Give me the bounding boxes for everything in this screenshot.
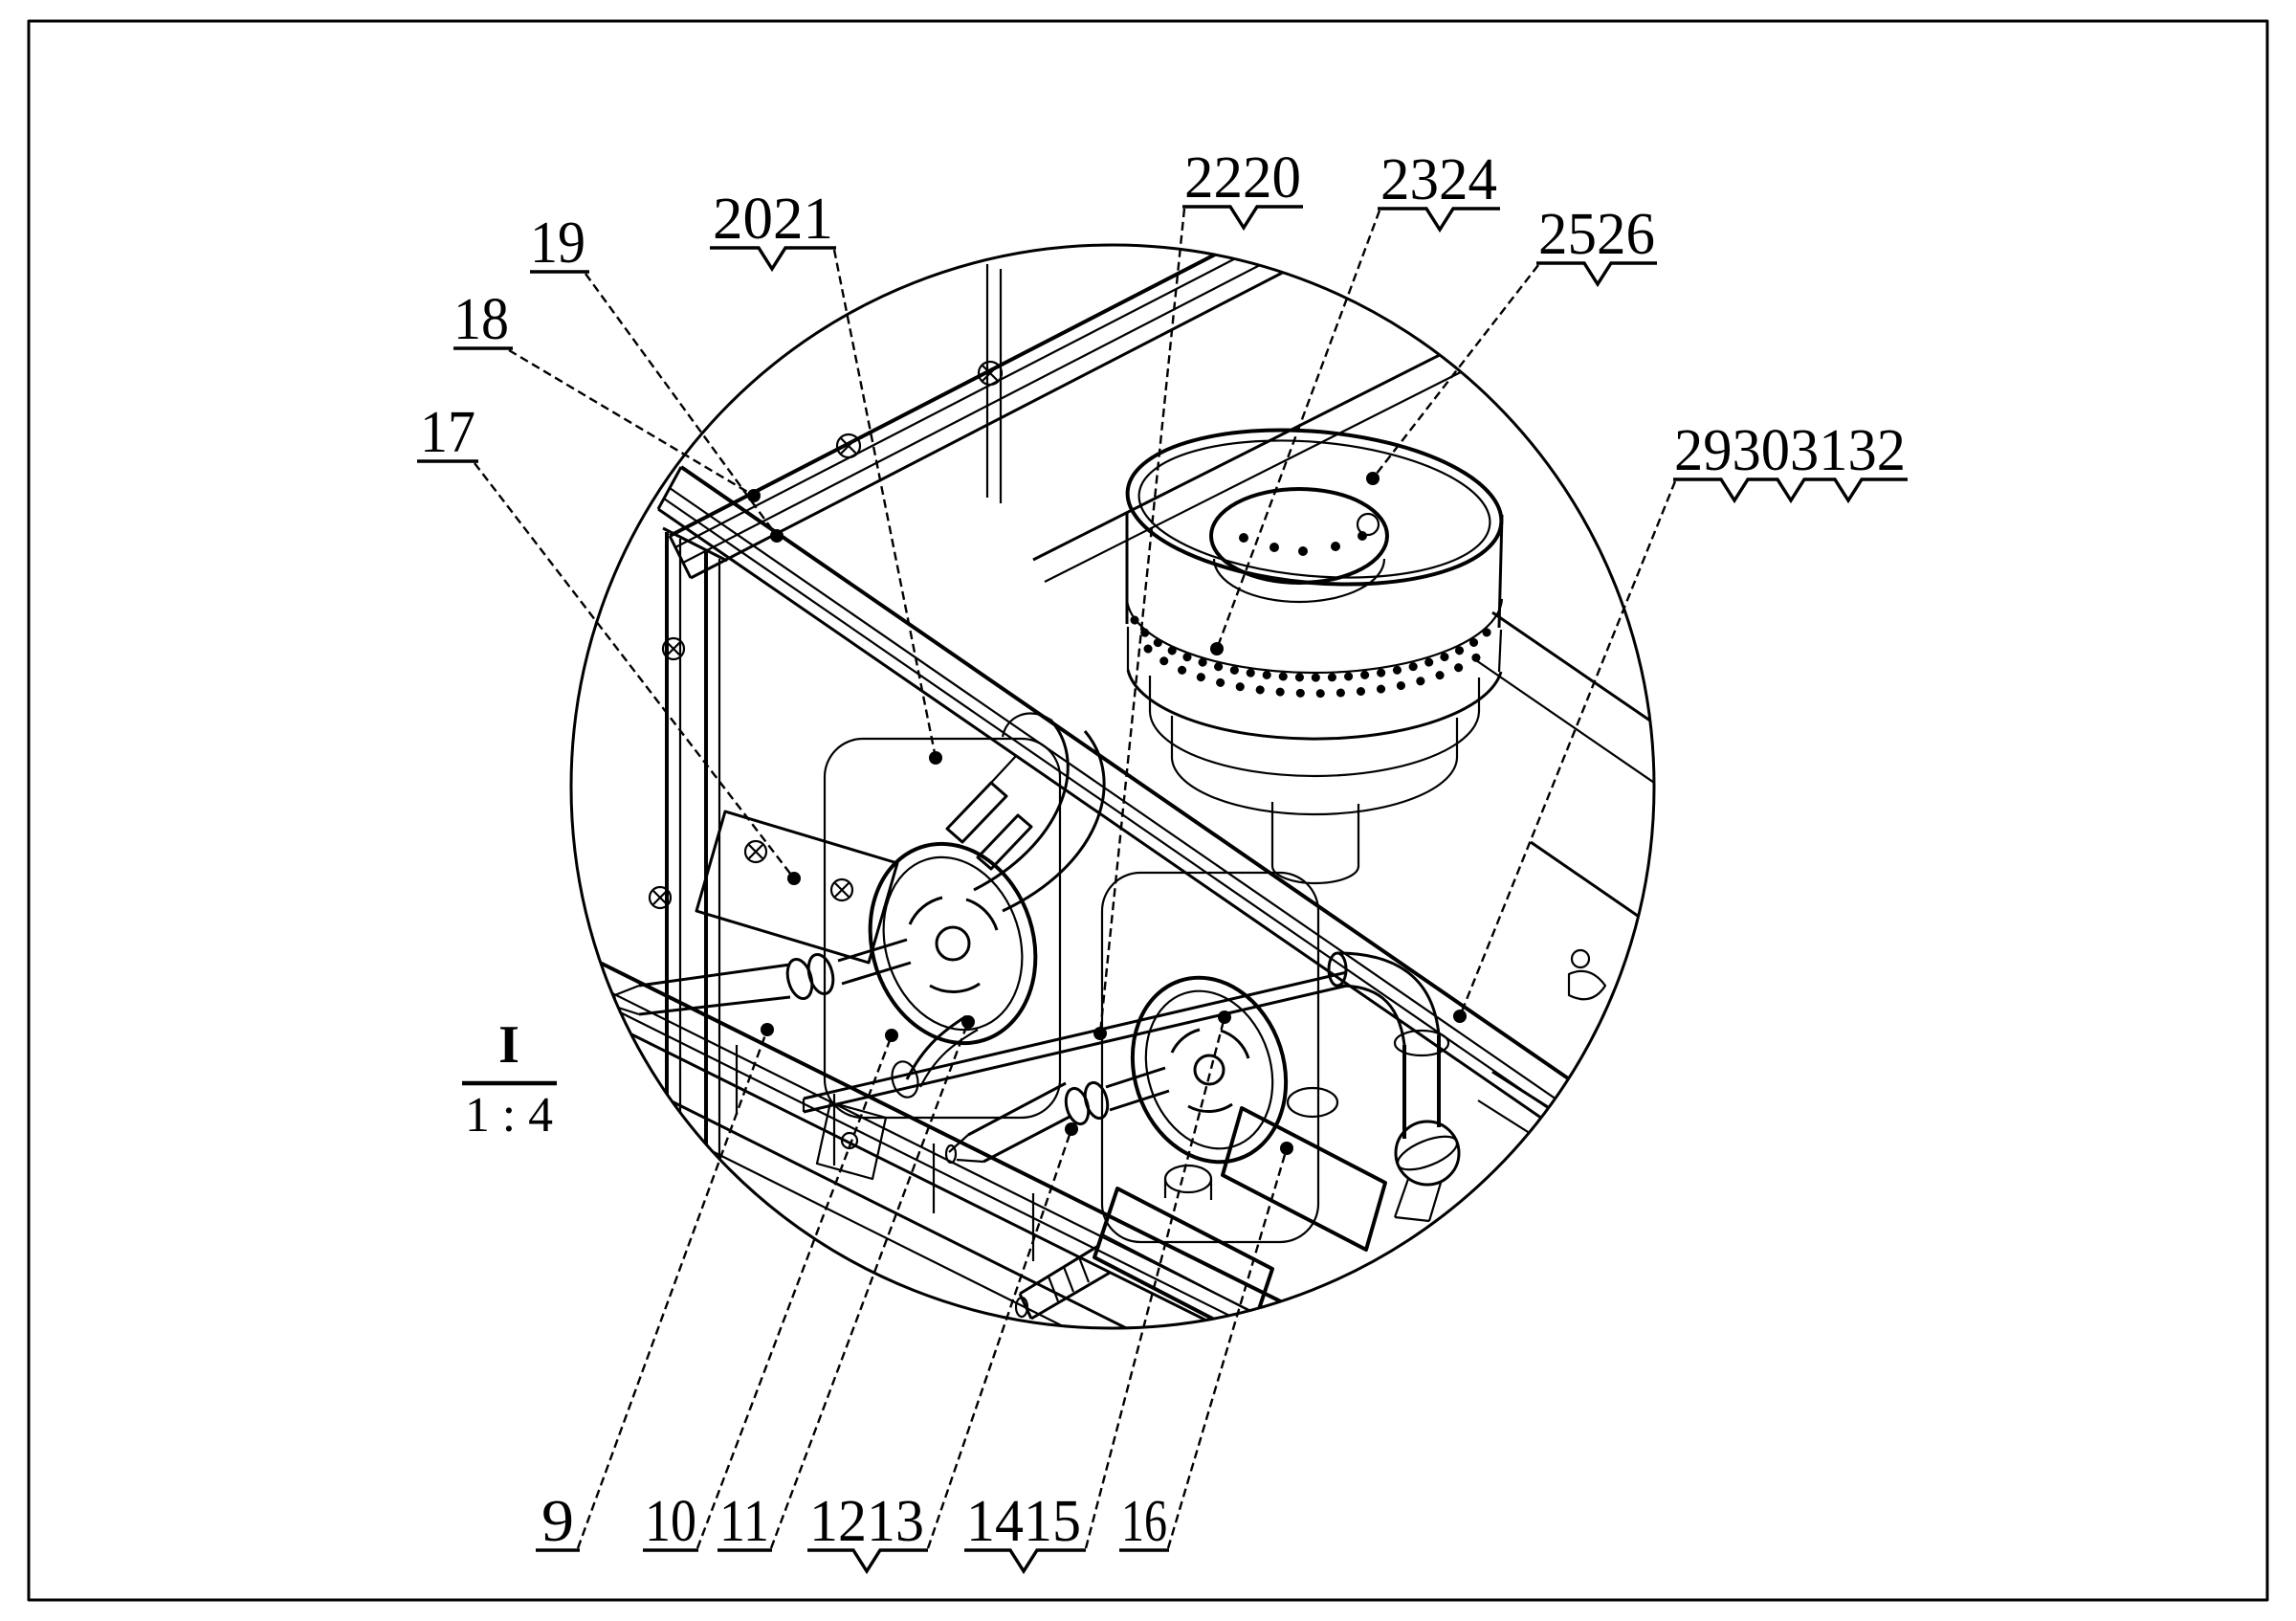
leader-line-29303132 — [1458, 480, 1677, 1017]
leader-line-1213 — [926, 1128, 1073, 1549]
leader-dot-1213 — [1065, 1122, 1078, 1136]
mixer-assembly-1 — [604, 712, 1106, 1046]
leader-line-1415 — [1084, 1016, 1226, 1549]
detail-view-circle — [569, 243, 1656, 1330]
leader-line-18 — [508, 348, 755, 498]
callout-underline-2021 — [710, 246, 836, 273]
panel-cutout — [823, 737, 1062, 1120]
burner-ring — [1125, 428, 1504, 885]
flame-port-row — [1143, 644, 1488, 699]
valve-body — [1221, 1106, 1387, 1252]
leader-dot-2526 — [1366, 472, 1380, 485]
callout-label-29303132: 29303132 — [1674, 418, 1906, 483]
screw-icon — [661, 636, 686, 661]
callout-underline-1415 — [964, 1548, 1086, 1575]
leader-line-17 — [474, 462, 795, 879]
valve-assembly — [1014, 1086, 1387, 1328]
scale-ratio: 1 : 4 — [465, 1088, 553, 1143]
leader-dot-11 — [961, 1015, 975, 1029]
valve-body — [1093, 1187, 1274, 1328]
leader-dot-19 — [770, 529, 784, 543]
burner-center-hole — [1209, 487, 1389, 585]
screw-icon — [835, 433, 862, 459]
callout-label-16: 16 — [1121, 1489, 1167, 1554]
leader-dot-1415 — [1218, 1010, 1231, 1024]
figure-border — [27, 19, 2269, 1602]
mount-bracket — [695, 810, 899, 965]
leader-dot-17 — [787, 872, 801, 885]
leader-line-11 — [769, 1021, 970, 1549]
leader-dot-2324 — [1210, 642, 1224, 655]
callout-label-2021: 2021 — [713, 187, 833, 252]
leader-line-2021 — [832, 249, 938, 759]
callout-label-2324: 2324 — [1380, 147, 1497, 212]
mixer-dial — [868, 841, 1038, 1046]
leader-dot-16 — [1280, 1142, 1293, 1155]
leader-line-2220 — [1098, 208, 1186, 1034]
callout-label-11: 11 — [719, 1489, 769, 1554]
leader-line-16 — [1166, 1147, 1289, 1549]
screw-icon — [648, 885, 673, 910]
callout-labels: 17 18 19 2021 2220 2324 2526 29303132 9 … — [417, 145, 1908, 1575]
callout-underline-2324 — [1378, 207, 1500, 233]
callout-label-17: 17 — [420, 400, 475, 465]
leader-line-2526 — [1372, 264, 1539, 479]
mixer-dial — [1130, 975, 1289, 1165]
leader-dot-9 — [761, 1023, 774, 1036]
leader-line-19 — [585, 273, 778, 537]
callout-label-9: 9 — [541, 1489, 574, 1554]
ball-valve — [1394, 1120, 1461, 1187]
assembly-drawing — [571, 245, 1654, 1328]
callout-underline-2220 — [1182, 205, 1303, 232]
callout-underline-2526 — [1536, 261, 1657, 288]
callout-label-10: 10 — [645, 1489, 696, 1554]
leader-dot-29303132 — [1453, 1010, 1467, 1023]
screw-icon — [743, 839, 768, 864]
leader-lines — [474, 208, 1677, 1549]
screw-icon — [829, 877, 854, 902]
callout-label-18: 18 — [453, 287, 509, 352]
leader-line-10 — [695, 1034, 894, 1549]
callout-label-2526: 2526 — [1538, 202, 1655, 267]
mixer-assembly-2 — [944, 975, 1289, 1165]
callout-underline-1213 — [807, 1548, 928, 1575]
panel-cutout — [1100, 871, 1320, 1244]
gas-manifold — [802, 970, 1348, 1181]
scale-marking: I 1 : 4 — [462, 1015, 557, 1143]
callout-label-19: 19 — [530, 211, 585, 276]
callout-label-1213: 1213 — [809, 1489, 924, 1554]
leader-line-2324 — [1215, 210, 1381, 650]
callout-label-2220: 2220 — [1184, 145, 1301, 211]
leader-dot-2021 — [929, 751, 942, 765]
callout-underline-29303132 — [1673, 477, 1908, 504]
leader-dot-18 — [747, 489, 761, 502]
scale-view-label: I — [498, 1015, 519, 1075]
leader-dot-10 — [885, 1029, 898, 1042]
leader-dot-2220 — [1093, 1027, 1107, 1040]
leader-line-9 — [576, 1029, 769, 1549]
flame-port-row — [1130, 615, 1499, 682]
elbow-pipe — [1327, 951, 1461, 1223]
frame-structure — [571, 245, 1654, 1328]
callout-label-1415: 1415 — [966, 1489, 1081, 1554]
